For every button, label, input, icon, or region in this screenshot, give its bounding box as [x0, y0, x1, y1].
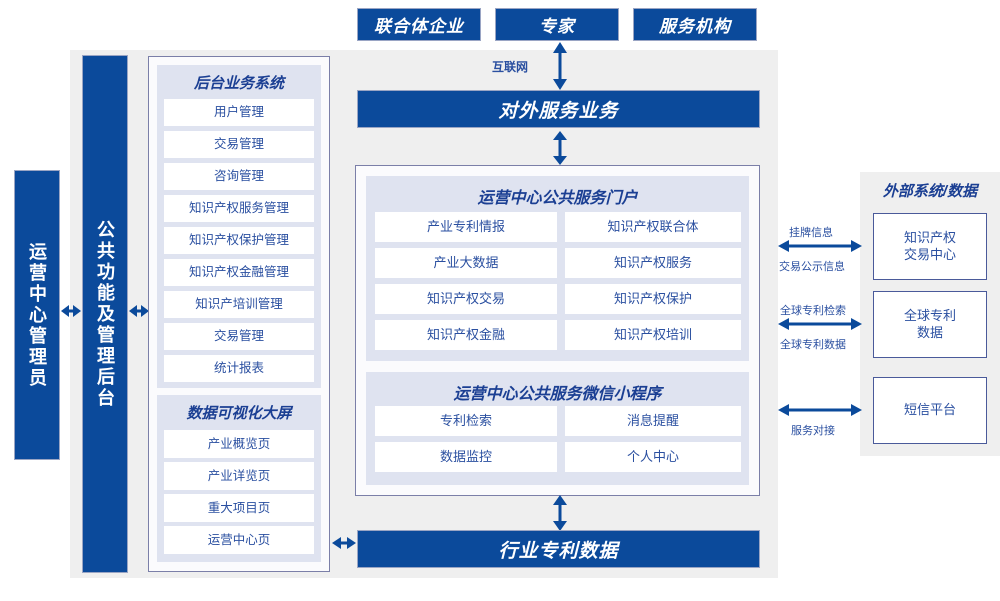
backoffice-item-consultation-management[interactable]: 咨询管理 — [164, 163, 314, 190]
external-box-sms-platform[interactable]: 短信平台 — [873, 377, 987, 444]
ext-line2: 数据 — [916, 324, 943, 340]
portal-title: 运营中心公共服务门户 — [477, 190, 638, 207]
backoffice-item-user-management[interactable]: 用户管理 — [164, 99, 314, 126]
backoffice-title: 后台业务系统 — [193, 75, 284, 92]
internet-label: 互联网 — [492, 60, 529, 74]
portal-item-ip-training[interactable]: 知识产权培训 — [565, 320, 741, 350]
portal-item-ip-union[interactable]: 知识产权联合体 — [565, 212, 741, 242]
portal-item-ip-service[interactable]: 知识产权服务 — [565, 248, 741, 278]
external-connector-2-label-above: 全球专利检索 — [780, 305, 846, 317]
miniprogram-item-patent-search[interactable]: 专利检索 — [375, 406, 557, 436]
external-connector-3-label-below: 服务对接 — [791, 425, 835, 437]
dashboard-title: 数据可视化大屏 — [186, 405, 292, 422]
portal-item-industry-patent-intel[interactable]: 产业专利情报 — [375, 212, 557, 242]
top-actor-label: 服务机构 — [659, 17, 731, 36]
portal-to-industry-data-arrow — [553, 495, 567, 531]
ext-line2: 交易中心 — [903, 246, 956, 262]
sidebar-item-operations-center-admin[interactable]: 运营中心管理员 — [14, 170, 60, 460]
sidebar-item-common-functions-backend[interactable]: 公共功能及管理后台 — [82, 55, 128, 573]
external-connector-2-arrow — [778, 318, 862, 330]
external-box-ip-trading-center[interactable]: 知识产权 交易中心 — [873, 213, 987, 280]
external-connector-1-label-below: 交易公示信息 — [779, 261, 845, 273]
external-connector-1-arrow — [778, 240, 862, 252]
external-box-global-patent-data[interactable]: 全球专利 数据 — [873, 291, 987, 358]
service-to-portal-arrow — [553, 131, 567, 165]
backoffice-item-transaction-management-1[interactable]: 交易管理 — [164, 131, 314, 158]
backoffice-item-ip-protection-management[interactable]: 知识产权保护管理 — [164, 227, 314, 254]
top-actor-expert[interactable]: 专家 — [495, 8, 619, 41]
top-actor-label: 专家 — [539, 17, 575, 36]
external-connector-2-label-below: 全球专利数据 — [780, 339, 846, 351]
miniprogram-title: 运营中心公共服务微信小程序 — [453, 386, 662, 403]
backoffice-item-ip-training-management[interactable]: 知识产培训管理 — [164, 291, 314, 318]
external-connector-1-label-above: 挂牌信息 — [789, 227, 833, 239]
external-service-business-bar[interactable]: 对外服务业务 — [357, 90, 760, 128]
external-systems-title: 外部系统/数据 — [882, 183, 978, 200]
top-actor-service-agency[interactable]: 服务机构 — [633, 8, 757, 41]
top-actor-label: 联合体企业 — [374, 17, 464, 36]
portal-item-ip-transaction[interactable]: 知识产权交易 — [375, 284, 557, 314]
internet-arrow — [553, 42, 567, 90]
industry-patent-data-bar[interactable]: 行业专利数据 — [357, 530, 760, 568]
dashboard-item-industry-overview[interactable]: 产业概览页 — [164, 430, 314, 458]
miniprogram-item-data-monitor[interactable]: 数据监控 — [375, 442, 557, 472]
ext-line1: 知识产权 — [903, 229, 956, 245]
top-actor-union-enterprise[interactable]: 联合体企业 — [357, 8, 481, 41]
dashboard-item-major-projects[interactable]: 重大项目页 — [164, 494, 314, 522]
portal-item-ip-protection[interactable]: 知识产权保护 — [565, 284, 741, 314]
ext-line1: 短信平台 — [903, 402, 956, 418]
dashboard-item-industry-detail[interactable]: 产业详览页 — [164, 462, 314, 490]
ext-line1: 全球专利 — [903, 307, 956, 323]
backoffice-item-statistics-report[interactable]: 统计报表 — [164, 355, 314, 382]
dashboard-item-operations-center[interactable]: 运营中心页 — [164, 526, 314, 554]
portal-item-industry-bigdata[interactable]: 产业大数据 — [375, 248, 557, 278]
dashboard-to-industry-data-arrow — [332, 537, 356, 549]
external-connector-3-arrow — [778, 404, 862, 416]
miniprogram-item-personal-center[interactable]: 个人中心 — [565, 442, 741, 472]
industry-patent-data-label: 行业专利数据 — [498, 540, 619, 562]
common-functions-backend-label: 公共功能及管理后台 — [95, 219, 115, 409]
backoffice-item-transaction-management-2[interactable]: 交易管理 — [164, 323, 314, 350]
miniprogram-item-message-reminder[interactable]: 消息提醒 — [565, 406, 741, 436]
backoffice-item-ip-finance-management[interactable]: 知识产权金融管理 — [164, 259, 314, 286]
admin-to-backend-arrow — [61, 305, 81, 317]
operations-center-admin-label: 运营中心管理员 — [27, 241, 47, 389]
external-service-business-label: 对外服务业务 — [498, 100, 619, 122]
backoffice-item-ip-service-management[interactable]: 知识产权服务管理 — [164, 195, 314, 222]
portal-item-ip-finance[interactable]: 知识产权金融 — [375, 320, 557, 350]
backend-to-backoffice-arrow — [129, 305, 149, 317]
